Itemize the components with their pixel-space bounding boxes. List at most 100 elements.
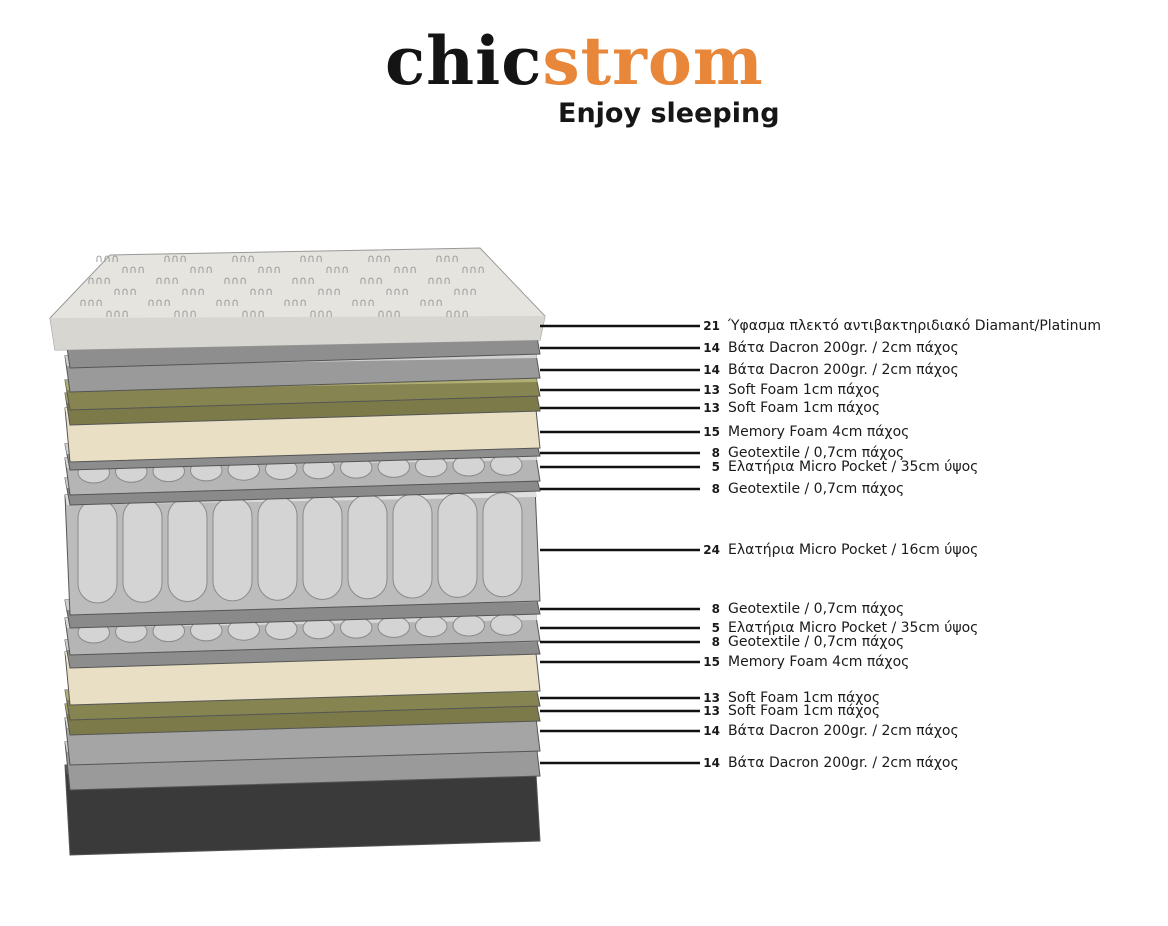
layer-description: Memory Foam 4cm πάχος <box>728 654 910 670</box>
spring-coil <box>122 497 163 603</box>
quilt-pattern: ∩∩∩ <box>325 263 349 276</box>
layer-label: 15 Memory Foam 4cm πάχος <box>700 425 909 439</box>
layer-description: Soft Foam 1cm πάχος <box>728 400 881 416</box>
layer-label: 13 Soft Foam 1cm πάχος <box>700 704 880 718</box>
layer-description: Geotextile / 0,7cm πάχος <box>728 445 905 461</box>
quilt-pattern: ∩∩∩ <box>223 274 247 287</box>
quilt-pattern: ∩∩∩ <box>113 285 137 298</box>
brand-name-part2: strom <box>542 22 764 100</box>
brand-name: chicstrom <box>385 28 764 94</box>
quilt-pattern: ∩∩∩ <box>367 252 391 265</box>
spring-coil <box>482 492 523 598</box>
quilt-pattern: ∩∩∩ <box>241 307 265 320</box>
layer-label: 24 Ελατήρια Micro Pocket / 16cm ύψος <box>700 543 978 557</box>
layer-label: 15 Memory Foam 4cm πάχος <box>700 655 909 669</box>
quilt-pattern: ∩∩∩ <box>299 252 323 265</box>
layer-description: Βάτα Dacron 200gr. / 2cm πάχος <box>728 362 959 378</box>
spring-coil <box>377 615 410 638</box>
layer-description: Soft Foam 1cm πάχος <box>728 382 881 398</box>
quilt-pattern: ∩∩∩ <box>377 307 401 320</box>
layer-number: 14 <box>703 756 720 770</box>
layer-label: 8 Geotextile / 0,7cm πάχος <box>700 481 905 497</box>
layer-number: 13 <box>703 704 720 718</box>
spring-coil <box>452 614 485 637</box>
quilt-pattern: ∩∩∩ <box>87 274 111 287</box>
quilt-pattern: ∩∩∩ <box>95 252 119 265</box>
layer-label: 8 Geotextile / 0,7cm πάχος <box>700 634 905 650</box>
quilt-pattern: ∩∩∩ <box>351 296 375 309</box>
layer-number: 8 <box>711 446 720 460</box>
layer-description: Geotextile / 0,7cm πάχος <box>728 634 905 650</box>
quilt-pattern: ∩∩∩ <box>147 296 171 309</box>
layer-number: 24 <box>703 543 720 557</box>
layer-description: Soft Foam 1cm πάχος <box>728 703 881 719</box>
layer-number: 14 <box>703 363 720 377</box>
layer-label: 13 Soft Foam 1cm πάχος <box>700 383 880 397</box>
quilt-pattern: ∩∩∩ <box>427 274 451 287</box>
layer-description: Ελατήρια Micro Pocket / 16cm ύψος <box>728 542 979 558</box>
layer-label: 8 Geotextile / 0,7cm πάχος <box>700 601 905 617</box>
layer-description: Soft Foam 1cm πάχος <box>728 690 881 706</box>
quilt-pattern: ∩∩∩ <box>385 285 409 298</box>
spring-coil <box>415 615 448 638</box>
layer-description: Βάτα Dacron 200gr. / 2cm πάχος <box>728 340 959 356</box>
layer-number: 14 <box>703 341 720 355</box>
layer-label: 14 Βάτα Dacron 200gr. / 2cm πάχος <box>700 723 959 739</box>
brand-name-part1: chic <box>385 22 543 100</box>
quilt-pattern: ∩∩∩ <box>309 307 333 320</box>
layer-label: 5 Ελατήρια Micro Pocket / 35cm ύψος <box>700 459 979 475</box>
layer-description: Ελατήρια Micro Pocket / 35cm ύψος <box>728 459 979 475</box>
spring-coil <box>490 613 523 636</box>
spring-coil <box>257 495 298 601</box>
spring-coil <box>212 496 253 602</box>
layer-number: 5 <box>711 621 720 635</box>
quilt-pattern: ∩∩∩ <box>215 296 239 309</box>
layer-number: 13 <box>703 401 720 415</box>
quilt-pattern: ∩∩∩ <box>317 285 341 298</box>
layer-description: Memory Foam 4cm πάχος <box>728 424 910 440</box>
quilt-pattern: ∩∩∩ <box>231 252 255 265</box>
brand-logo: chicstrom Enjoy sleeping <box>290 20 900 170</box>
layer-number: 13 <box>703 383 720 397</box>
quilt-pattern: ∩∩∩ <box>445 307 469 320</box>
layer-description: Geotextile / 0,7cm πάχος <box>728 481 905 497</box>
quilt-pattern: ∩∩∩ <box>155 274 179 287</box>
layer-number: 15 <box>703 425 720 439</box>
layer-number: 8 <box>711 635 720 649</box>
layer-label: 21 Ύφασμα πλεκτό αντιβακτηριδιακό Diamant… <box>700 319 1101 333</box>
layer-number: 15 <box>703 655 720 669</box>
spring-coil <box>392 493 433 599</box>
spring-coil <box>437 492 478 598</box>
layer-description: Βάτα Dacron 200gr. / 2cm πάχος <box>728 755 959 771</box>
layer-label: 8 Geotextile / 0,7cm πάχος <box>700 445 905 461</box>
layer-description: Βάτα Dacron 200gr. / 2cm πάχος <box>728 723 959 739</box>
layer-number: 13 <box>703 691 720 705</box>
layer-label: 13 Soft Foam 1cm πάχος <box>700 401 880 415</box>
layer-label: 14 Βάτα Dacron 200gr. / 2cm πάχος <box>700 362 959 378</box>
layer-description: Geotextile / 0,7cm πάχος <box>728 601 905 617</box>
quilt-pattern: ∩∩∩ <box>189 263 213 276</box>
quilt-pattern: ∩∩∩ <box>121 263 145 276</box>
quilt-pattern: ∩∩∩ <box>173 307 197 320</box>
layer-label: 13 Soft Foam 1cm πάχος <box>700 691 880 705</box>
brand-tagline: Enjoy sleeping <box>558 98 780 129</box>
layer-label: 14 Βάτα Dacron 200gr. / 2cm πάχος <box>700 340 959 356</box>
quilt-pattern: ∩∩∩ <box>249 285 273 298</box>
spring-coil <box>302 495 343 600</box>
layer-number: 21 <box>703 319 720 333</box>
layer-label: 14 Βάτα Dacron 200gr. / 2cm πάχος <box>700 755 959 771</box>
layer-number: 8 <box>711 482 720 496</box>
quilt-pattern: ∩∩∩ <box>257 263 281 276</box>
quilt-pattern: ∩∩∩ <box>393 263 417 276</box>
quilt-pattern: ∩∩∩ <box>291 274 315 287</box>
spring-coil <box>167 497 208 603</box>
spring-coil <box>77 498 118 604</box>
layer-description: Ύφασμα πλεκτό αντιβακτηριδιακό Diamant/P… <box>728 318 1102 334</box>
layer-number: 14 <box>703 724 720 738</box>
quilt-pattern: ∩∩∩ <box>283 296 307 309</box>
layer-number: 8 <box>711 602 720 616</box>
layer-number: 5 <box>711 460 720 474</box>
quilt-pattern: ∩∩∩ <box>461 263 485 276</box>
